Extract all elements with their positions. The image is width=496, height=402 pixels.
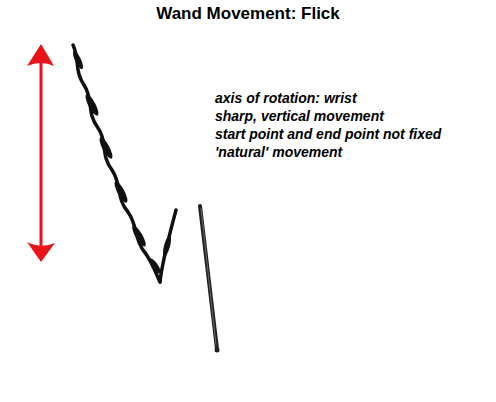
double-arrow: [27, 44, 55, 262]
movement-note: start point and end point not fixed: [215, 126, 441, 143]
movement-note: 'natural' movement: [215, 144, 342, 161]
movement-note: axis of rotation: wrist: [215, 90, 357, 107]
diagram-title: Wand Movement: Flick: [0, 4, 496, 24]
wand: [200, 206, 220, 353]
movement-note: sharp, vertical movement: [215, 108, 384, 125]
wand-path: [71, 45, 176, 282]
